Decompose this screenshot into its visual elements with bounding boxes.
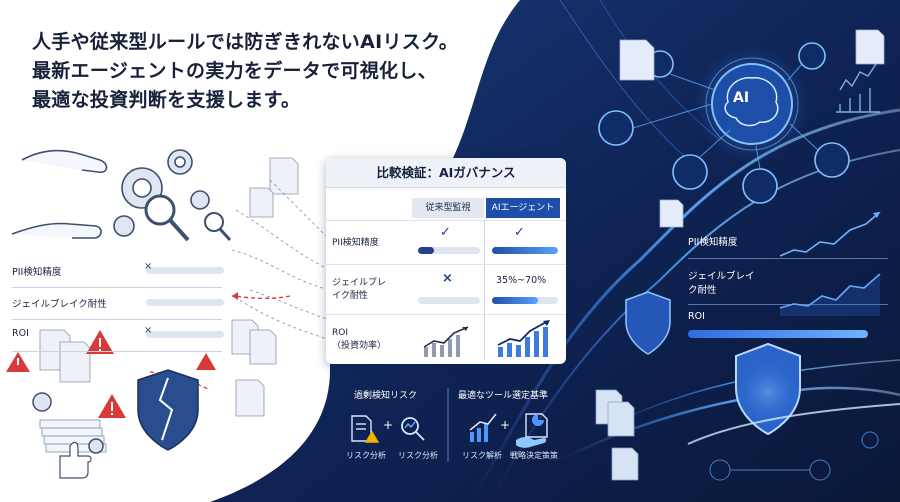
row-label-line-2: （投資効率） [332,341,387,351]
left-metric-mark: × [144,325,153,336]
column-traditional: 従来型監視 [412,198,484,218]
check-icon: ✓ [514,225,525,240]
left-metrics-panel: PII検知精度 × ジェイルブレイク耐性 ROI × [12,258,224,354]
comparison-row-jailbreak: ジェイルブレ イク耐性 × 35%~70% [326,264,566,314]
left-metric-bar [146,267,224,274]
right-metric-label-line-1: ジェイルブレイ [688,271,755,282]
traditional-trend-icon [423,326,469,357]
left-metric-row: ジェイルブレイク耐性 [12,290,224,320]
cross-icon: × [442,271,453,286]
caption: 戦略決定策策 [510,451,558,460]
headline-line-1: 人手や従来型ルールでは防ぎきれないAIリスク。 [32,31,459,53]
left-metric-row: ROI × [12,322,224,352]
row-label: ROI （投資効率） [332,327,386,353]
row-label-line-2: イク耐性 [332,291,368,301]
traditional-bar [418,297,480,304]
left-metric-label: ジェイルブレイク耐性 [12,299,107,310]
bottom-title-left: 過剰検知リスク [354,391,418,401]
row-label-line-1: ROI [332,328,348,338]
ai-bar-fill [492,297,538,304]
left-metric-bar [146,331,224,338]
comparison-card-title: 比較検証：AIガバナンス [326,158,566,188]
comparison-card: 比較検証：AIガバナンス 従来型監視 AIエージェント PII検知精度 ✓ ✓ … [326,158,566,364]
comparison-row-pii: PII検知精度 ✓ ✓ [326,220,566,264]
headline-line-2: 最新エージェントの実力をデータで可視化し、 [32,60,437,82]
comparison-header: 従来型監視 AIエージェント [326,198,566,218]
bottom-card-icons [351,388,548,462]
row-label: ジェイルブレ イク耐性 [332,277,386,303]
row-label-line-1: ジェイルブレ [332,278,387,288]
row-label: PII検知精度 [332,238,379,248]
document-alert-icon [351,415,380,443]
bottom-title-right: 最適なツール選定基準 [458,391,549,401]
right-metric-label: ジェイルブレイ ク耐性 [688,270,755,298]
ai-brain-badge: AI [733,90,750,106]
left-metric-label: ROI [12,328,29,339]
column-divider [484,220,485,360]
magnifier-icon [401,417,425,441]
left-metric-mark: × [144,261,153,272]
bottom-summary-card: 過剰検知リスク 最適なツール選定基準 [330,378,566,472]
headline: 人手や従来型ルールでは防ぎきれないAIリスク。 最新エージェントの実力をデータで… [32,28,492,115]
right-metric-label: ROI [688,311,705,322]
headline-line-3: 最適な投資判断を支援します。 [32,89,301,111]
ai-bar [492,297,558,304]
plus-icon: + [500,418,511,432]
traditional-bar [418,247,480,254]
growth-chart-icon [469,413,497,442]
ai-trend-icon [497,320,550,357]
right-metric-label-line-2: ク耐性 [688,285,717,296]
strategy-pie-icon [516,413,548,448]
plus-icon: + [383,418,394,432]
ai-bar [492,247,558,254]
comparison-row-roi: ROI （投資効率） [326,314,566,364]
traditional-bar-fill [418,247,434,254]
right-trend-lines [780,212,881,316]
right-metric-label: PII検知精度 [688,237,738,248]
left-metric-row: PII検知精度 × [12,258,224,288]
caption: リスク分析 [346,451,386,460]
check-icon: ✓ [440,225,451,240]
left-metric-bar [146,299,224,306]
column-ai-agent: AIエージェント [486,198,560,218]
left-metric-label: PII検知精度 [12,267,62,278]
caption: リスク分析 [398,451,438,460]
right-metric-bar [688,330,868,338]
caption: リスク解析 [462,451,502,460]
right-metric-divider [688,258,888,259]
ai-value: 35%~70% [496,275,547,286]
right-metric-divider [688,304,888,305]
